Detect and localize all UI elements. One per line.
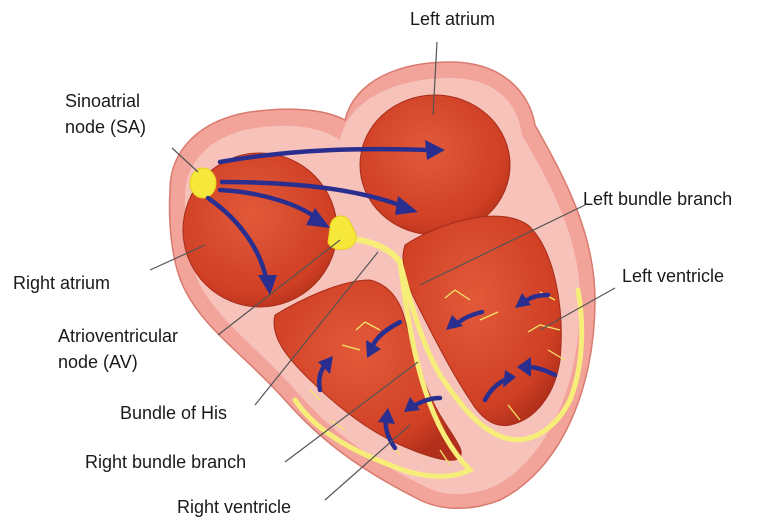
label-right-bundle-branch: Right bundle branch (85, 449, 246, 475)
label-left-bundle-branch: Left bundle branch (583, 186, 732, 212)
label-bundle-of-his: Bundle of His (120, 400, 227, 426)
sa-node-text-line2: node (SA) (65, 114, 146, 140)
label-right-atrium: Right atrium (13, 270, 110, 296)
label-right-ventricle: Right ventricle (177, 494, 291, 520)
left-atrium-chamber (360, 95, 510, 235)
label-av-node: Atrioventricular node (AV) (58, 323, 178, 375)
av-node-text-line2: node (AV) (58, 349, 178, 375)
label-sa-node: Sinoatrial node (SA) (65, 88, 146, 140)
left-bundle-branch-text: Left bundle branch (583, 189, 732, 209)
sa-node-shape (190, 168, 216, 198)
label-left-atrium: Left atrium (410, 6, 495, 32)
right-ventricle-text: Right ventricle (177, 497, 291, 517)
right-bundle-branch-text: Right bundle branch (85, 452, 246, 472)
bundle-of-his-text: Bundle of His (120, 403, 227, 423)
av-node-text-line1: Atrioventricular (58, 323, 178, 349)
left-ventricle-text: Left ventricle (622, 266, 724, 286)
label-left-ventricle: Left ventricle (622, 263, 724, 289)
left-atrium-text: Left atrium (410, 9, 495, 29)
sa-node-text-line1: Sinoatrial (65, 88, 146, 114)
right-atrium-text: Right atrium (13, 273, 110, 293)
